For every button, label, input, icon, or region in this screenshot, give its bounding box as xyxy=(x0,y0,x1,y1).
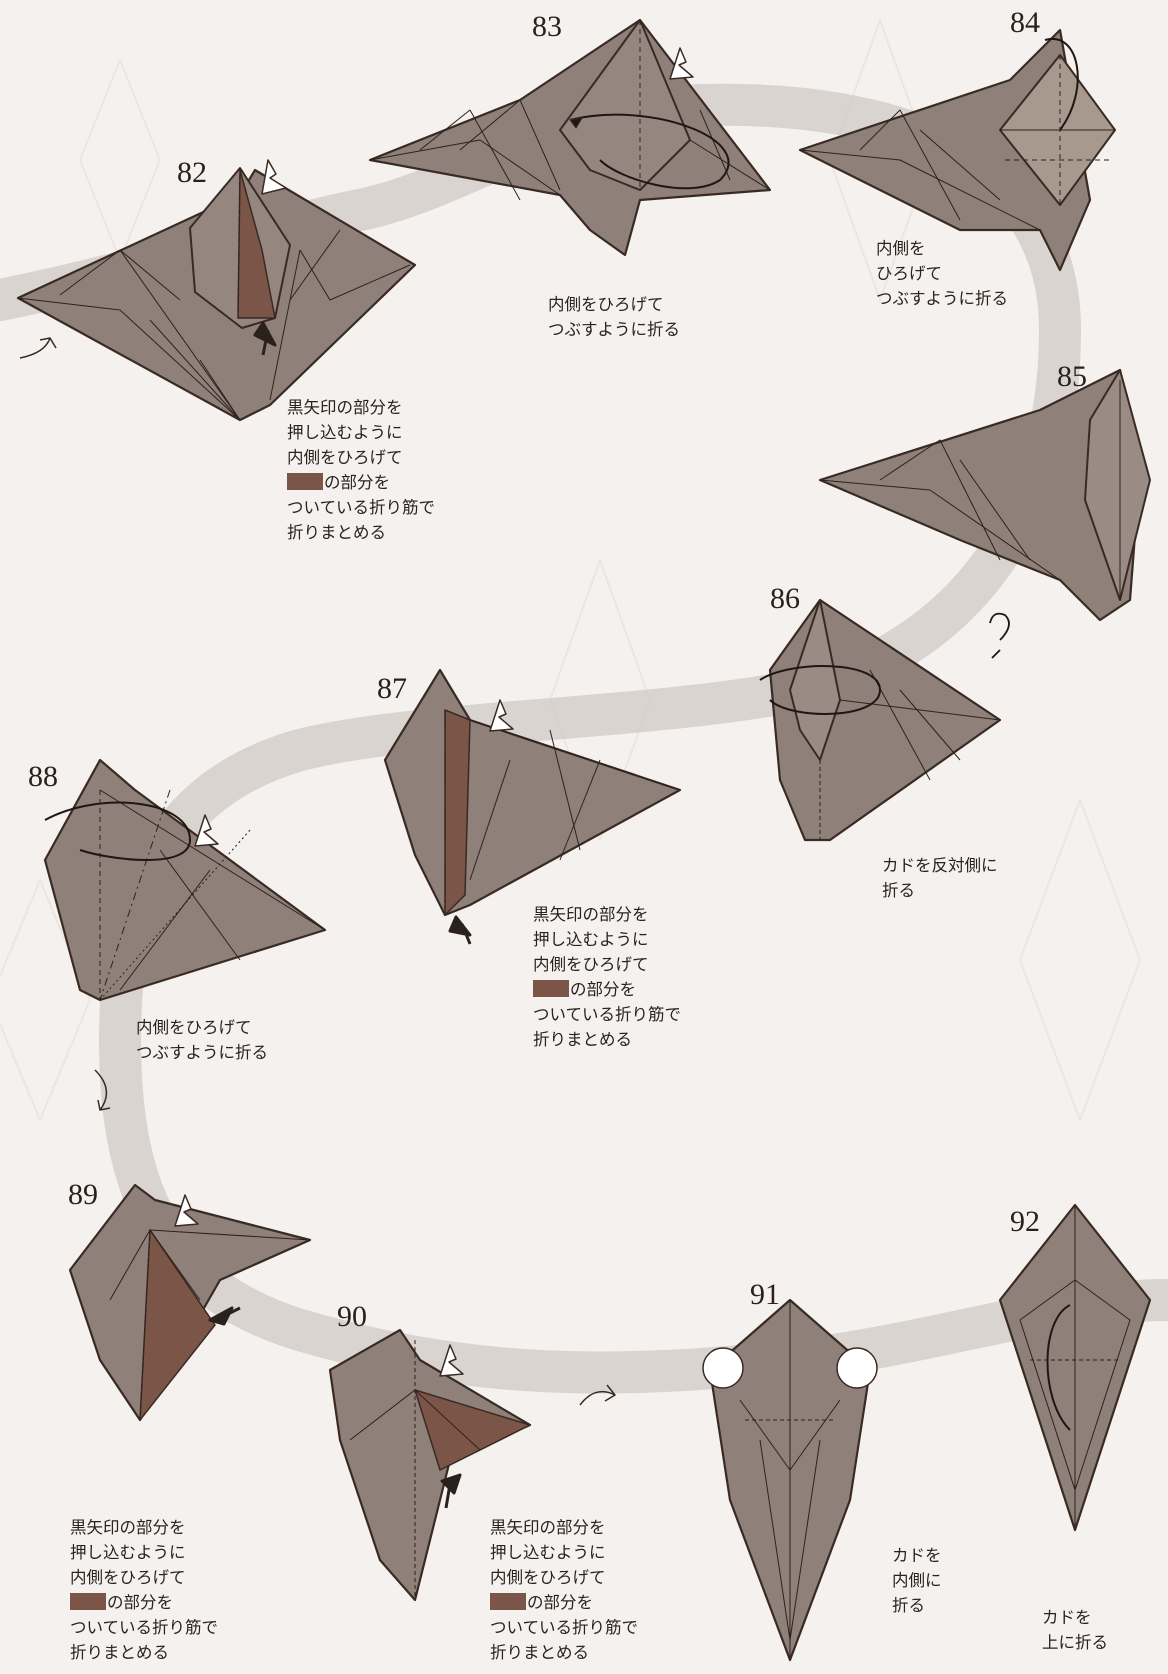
step-90-number: 90 xyxy=(337,1300,367,1333)
caption-line: つぶすように折る xyxy=(136,1043,268,1062)
step-85-number: 85 xyxy=(1057,360,1087,393)
step-89-model xyxy=(68,1183,312,1422)
step-83-model xyxy=(368,18,772,257)
caption-line: カドを xyxy=(892,1546,942,1565)
caption-line: 内側をひろげて xyxy=(548,295,664,314)
caption-line: 押し込むように xyxy=(287,423,403,442)
shaded-area-swatch xyxy=(287,473,323,490)
step-85-model xyxy=(818,368,1151,622)
step-84-caption: 内側をひろげてつぶすように折る xyxy=(876,236,1008,311)
step-89-caption: 黒矢印の部分を押し込むように内側をひろげての部分をついている折り筋で折りまとめる xyxy=(70,1515,218,1665)
step-87-model xyxy=(383,668,682,945)
step-87-caption: 黒矢印の部分を押し込むように内側をひろげての部分をついている折り筋で折りまとめる xyxy=(533,902,681,1052)
caption-line: ついている折り筋で xyxy=(490,1618,639,1637)
step-86-caption: カドを反対側に折る xyxy=(882,853,998,903)
step-86-model xyxy=(759,598,1010,842)
caption-line: 上に折る xyxy=(1042,1633,1108,1652)
step-88-caption: 内側をひろげてつぶすように折る xyxy=(136,1015,268,1065)
step-84-model xyxy=(798,28,1116,272)
caption-line: の部分を xyxy=(490,1590,638,1615)
step-91-model xyxy=(702,1298,878,1662)
step-88-model xyxy=(43,758,327,1111)
caption-line: ついている折り筋で xyxy=(70,1618,219,1637)
step-87-number: 87 xyxy=(377,672,407,705)
caption-line: ひろげて xyxy=(876,264,942,283)
caption-line: 内側をひろげて xyxy=(70,1568,186,1587)
caption-line: 内側に xyxy=(892,1571,942,1590)
caption-line: 折りまとめる xyxy=(287,523,386,542)
caption-line: ついている折り筋で xyxy=(287,498,436,517)
caption-line: つぶすように折る xyxy=(876,289,1008,308)
step-82-caption: 黒矢印の部分を押し込むように内側をひろげての部分をついている折り筋で折りまとめる xyxy=(287,395,435,545)
caption-line: 折りまとめる xyxy=(70,1643,169,1662)
caption-line: 折る xyxy=(882,881,915,900)
caption-line: カドを xyxy=(1042,1608,1092,1627)
caption-line: 黒矢印の部分を xyxy=(70,1518,186,1537)
caption-line: カドを反対側に xyxy=(882,856,998,875)
caption-line: の部分を xyxy=(287,470,435,495)
caption-line: 黒矢印の部分を xyxy=(490,1518,606,1537)
caption-line: 黒矢印の部分を xyxy=(287,398,403,417)
step-92-caption: カドを上に折る xyxy=(1042,1605,1108,1655)
step-92-model xyxy=(998,1203,1152,1532)
caption-line: 内側をひろげて xyxy=(490,1568,606,1587)
caption-line: 押し込むように xyxy=(533,930,649,949)
caption-line: 内側を xyxy=(876,239,926,258)
caption-line: 折りまとめる xyxy=(490,1643,589,1662)
step-92-number: 92 xyxy=(1010,1205,1040,1238)
caption-line: 内側をひろげて xyxy=(287,448,403,467)
step-84-number: 84 xyxy=(1010,6,1040,39)
step-88-number: 88 xyxy=(28,760,58,793)
step-90-model xyxy=(328,1328,616,1602)
step-83-caption: 内側をひろげてつぶすように折る xyxy=(548,292,680,342)
step-89-number: 89 xyxy=(68,1178,98,1211)
caption-line: 折る xyxy=(892,1596,925,1615)
caption-line: 折りまとめる xyxy=(533,1030,632,1049)
caption-line: 黒矢印の部分を xyxy=(533,905,649,924)
caption-line: 押し込むように xyxy=(70,1543,186,1562)
step-82-model xyxy=(16,159,417,422)
caption-line: の部分を xyxy=(70,1590,218,1615)
caption-line: つぶすように折る xyxy=(548,320,680,339)
shaded-area-swatch xyxy=(490,1593,526,1610)
caption-line: ついている折り筋で xyxy=(533,1005,682,1024)
step-91-number: 91 xyxy=(750,1278,780,1311)
caption-line: 押し込むように xyxy=(490,1543,606,1562)
caption-line: 内側をひろげて xyxy=(136,1018,252,1037)
caption-line: 内側をひろげて xyxy=(533,955,649,974)
shaded-area-swatch xyxy=(70,1593,106,1610)
step-91-caption: カドを内側に折る xyxy=(892,1543,942,1618)
step-82-number: 82 xyxy=(177,156,207,189)
caption-line: の部分を xyxy=(533,977,681,1002)
step-83-number: 83 xyxy=(532,10,562,43)
shaded-area-swatch xyxy=(533,980,569,997)
step-90-caption: 黒矢印の部分を押し込むように内側をひろげての部分をついている折り筋で折りまとめる xyxy=(490,1515,638,1665)
step-86-number: 86 xyxy=(770,582,800,615)
